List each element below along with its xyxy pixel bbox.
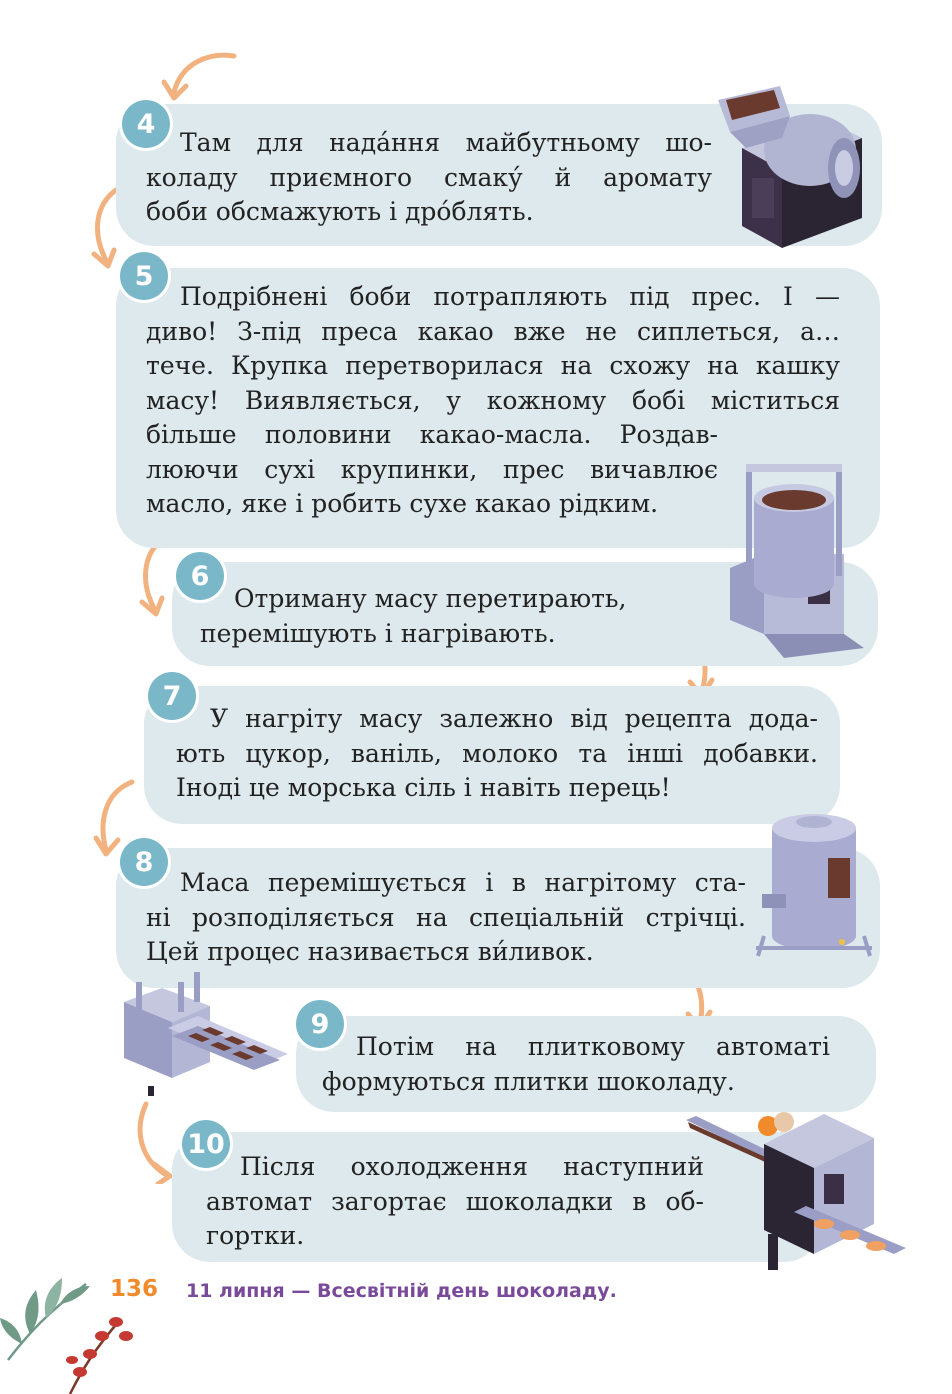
step-4-text: Там для нада́ння майбутньому шо- коладу … xyxy=(146,128,712,226)
step-8-text: Маса перемішується і в нагрітому ста- ні… xyxy=(146,868,746,966)
step-8-number: 8 xyxy=(120,838,168,886)
step-7-number: 7 xyxy=(148,672,196,720)
molding-machine-icon xyxy=(124,972,288,1096)
step-4-number: 4 xyxy=(122,100,170,148)
curved-arrow-icon xyxy=(161,52,237,101)
curved-arrow-icon xyxy=(93,779,135,857)
step-5-text: Подрібнені боби потрапляють під прес. І … xyxy=(146,282,840,518)
step-5-number: 5 xyxy=(120,252,168,300)
step-5-bubble xyxy=(116,268,880,548)
berry-branch-icon xyxy=(66,1317,133,1394)
press-machine-icon xyxy=(730,464,864,658)
wrapping-machine-icon xyxy=(686,1112,906,1270)
step-7-text: У нагріту масу залежно від рецепта дода-… xyxy=(176,704,818,802)
step-10-text: Після охолодження наступний автомат заго… xyxy=(206,1152,704,1250)
step-8-bubble xyxy=(116,848,880,988)
tempering-machine-icon xyxy=(756,814,872,957)
step-9-bubble xyxy=(296,1016,876,1112)
curved-arrow-icon xyxy=(137,1101,173,1184)
step-10-bubble xyxy=(172,1132,822,1262)
step-6-number: 6 xyxy=(176,552,224,600)
footer-note: 11 липня — Всесвітній день шоколаду. xyxy=(186,1280,617,1302)
leaf-branch-icon xyxy=(0,1278,90,1361)
page-number: 136 xyxy=(110,1276,159,1302)
step-9-number: 9 xyxy=(296,1000,344,1048)
step-9-text: Потім на плитковому автоматі формуються … xyxy=(322,1032,830,1096)
step-7-bubble xyxy=(144,686,840,824)
step-6-text: Отриману масу перетирають, перемішують і… xyxy=(200,584,627,648)
step-10-number: 10 xyxy=(182,1120,230,1168)
roaster-machine-icon xyxy=(718,86,862,248)
curved-arrow-icon xyxy=(91,187,119,269)
